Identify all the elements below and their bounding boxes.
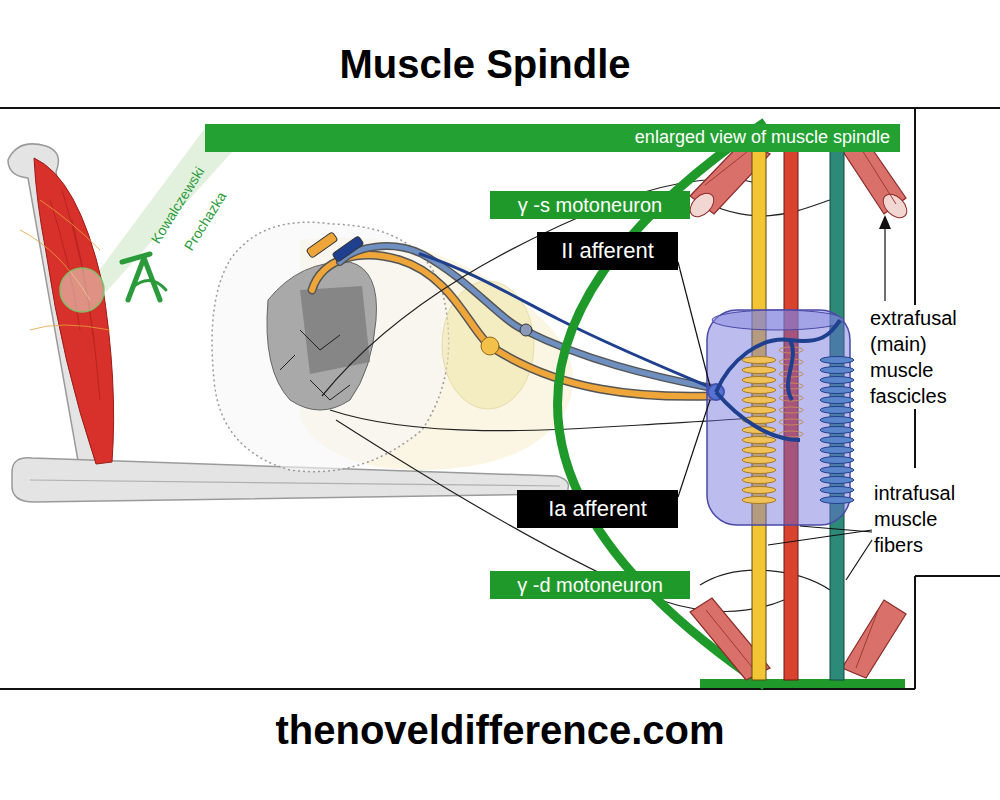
forearm-bone — [30, 480, 560, 486]
annulospiral-coil — [742, 467, 776, 474]
diagram-title: Muscle Spindle — [0, 40, 970, 88]
logo-mark — [128, 258, 160, 300]
leader-line — [884, 226, 885, 301]
arm-nerve — [20, 200, 110, 330]
grey-matter — [300, 286, 370, 374]
annulospiral-coil — [742, 367, 776, 374]
annulospiral-coil — [820, 417, 854, 424]
cord-outline — [212, 222, 449, 471]
annulospiral-coil — [742, 447, 776, 454]
motoneuron-box: γ -s motoneuron — [490, 191, 690, 219]
fascicle-end — [879, 190, 912, 223]
annulospiral-coil — [820, 357, 854, 364]
annulospiral-coil — [820, 447, 854, 454]
logo-mark — [132, 280, 166, 290]
leader-lines — [678, 226, 885, 580]
annulospiral-coil — [820, 467, 854, 474]
neuron-branches — [280, 330, 350, 400]
flower-spray-coil — [779, 383, 803, 389]
annulospiral-coil — [742, 357, 776, 364]
annulospiral-coil — [742, 407, 776, 414]
annulospiral-coil — [820, 457, 854, 464]
part-label: extrafusal (main) muscle fascicles — [870, 305, 990, 409]
flower-spray-coil — [779, 419, 803, 425]
annulospiral-coil — [742, 457, 776, 464]
node-label: II afferent — [561, 238, 654, 264]
part-label: intrafusal muscle fibers — [874, 480, 986, 558]
zoom-circle — [60, 268, 104, 312]
leader-line — [800, 526, 872, 532]
sensory-coils — [742, 347, 854, 504]
fascicle-end — [686, 189, 719, 222]
afferent-fibre — [420, 254, 712, 388]
annulospiral-coil — [742, 437, 776, 444]
annulospiral-coil — [820, 397, 854, 404]
cell-body — [481, 337, 499, 355]
afferent-box: II afferent — [537, 232, 678, 270]
zoom-wedge — [98, 124, 900, 292]
annulospiral-coil — [742, 497, 776, 504]
leader-line — [678, 262, 710, 386]
annulospiral-coil — [820, 407, 854, 414]
annulospiral-coil — [820, 427, 854, 434]
extrafusal-fascicle — [842, 600, 906, 678]
leader-line — [846, 540, 872, 580]
afferent-fibres — [306, 232, 724, 400]
frame-line — [0, 108, 1000, 689]
node-label: γ -s motoneuron — [518, 193, 663, 217]
grey-matter — [267, 262, 377, 410]
flower-spray-coil — [779, 407, 803, 413]
muscle-spindle — [686, 140, 912, 688]
annulospiral-coil — [742, 377, 776, 384]
efferent-wire — [322, 179, 752, 396]
annulospiral-coil — [820, 477, 854, 484]
annulospiral-coil — [820, 437, 854, 444]
node-label: enlarged view of muscle spindle — [635, 127, 890, 149]
annulospiral-coil — [742, 477, 776, 484]
extrafusal-fascicle — [686, 140, 912, 680]
afferent-branch — [716, 320, 840, 440]
annulospiral-coil — [820, 377, 854, 384]
author-logo — [122, 254, 166, 300]
annulospiral-coil — [820, 497, 854, 504]
capsule-rim — [712, 310, 844, 330]
annulospiral-coil — [820, 487, 854, 494]
afferent-box: Ia afferent — [517, 490, 678, 528]
website-caption: thenoveldifference.com — [0, 706, 1000, 754]
spindle-base-band — [700, 679, 905, 688]
fascicle-striation — [705, 148, 896, 672]
leader-line — [678, 400, 710, 497]
node-label: γ -d motoneuron — [517, 573, 663, 597]
leader-line — [768, 530, 872, 545]
dorsal-root-stub — [332, 236, 364, 263]
banner-band: enlarged view of muscle spindle — [205, 124, 900, 152]
arrow-head — [879, 215, 891, 229]
annulospiral-coil — [820, 367, 854, 374]
motoneuron-box: γ -d motoneuron — [490, 571, 690, 599]
efferent-wire — [330, 410, 752, 431]
cell-body — [520, 324, 532, 336]
annulospiral-coil — [742, 487, 776, 494]
annulospiral-coil — [742, 397, 776, 404]
annulospiral-coil — [820, 387, 854, 394]
annulospiral-coil — [742, 387, 776, 394]
node-label: Ia afferent — [548, 496, 647, 522]
